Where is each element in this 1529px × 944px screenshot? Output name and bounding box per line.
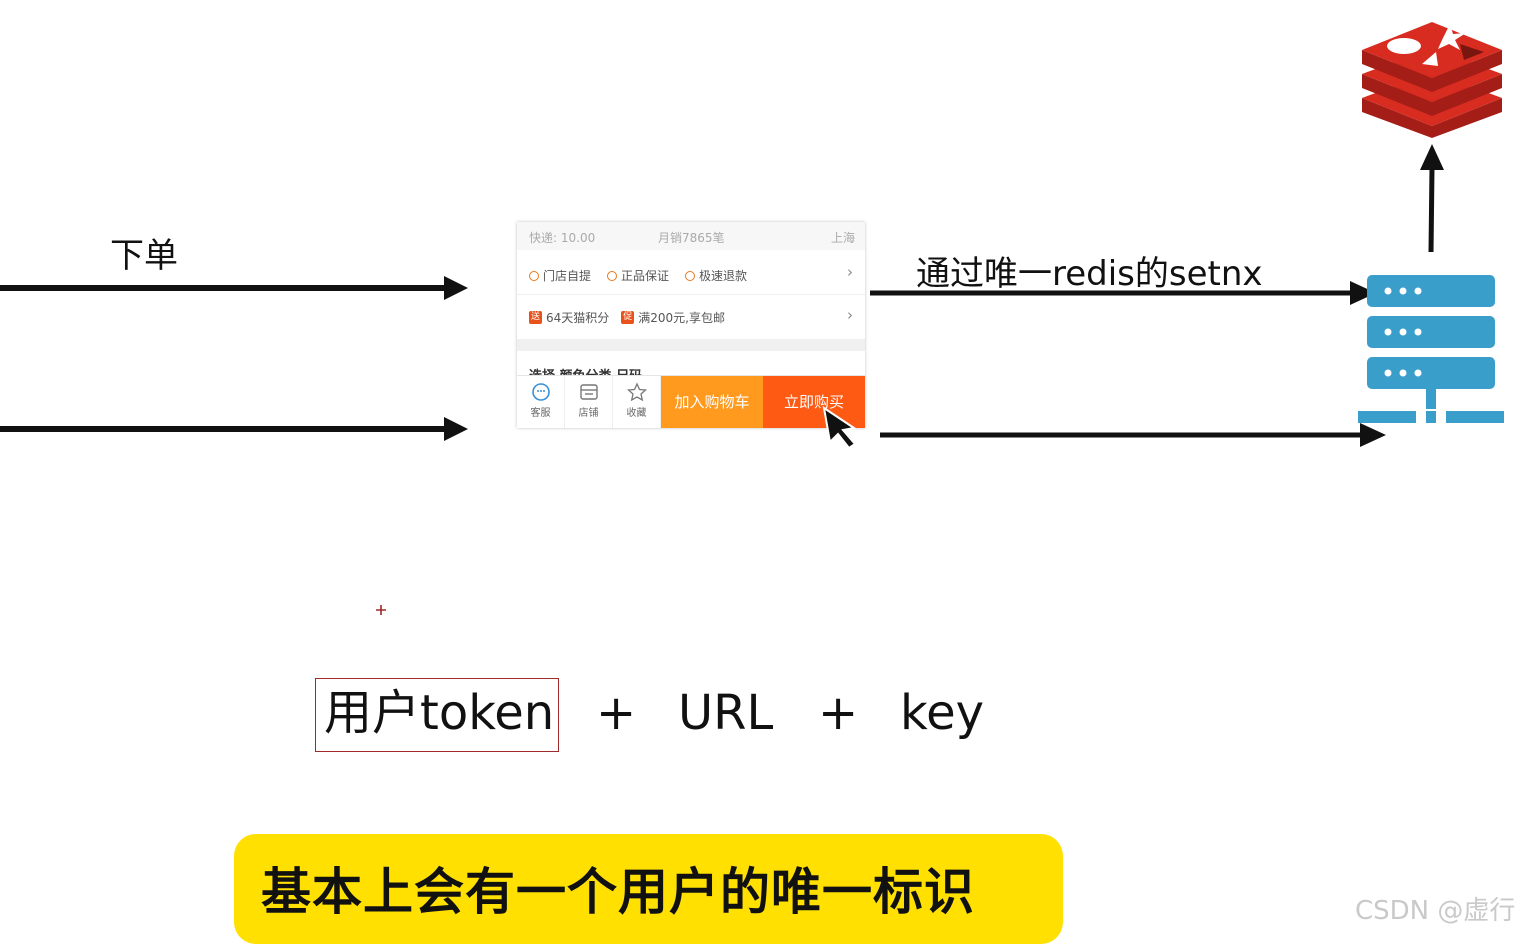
- formula-key: key: [900, 685, 985, 741]
- subtitle-text: 基本上会有一个用户的唯一标识: [261, 863, 975, 921]
- store-icon: [579, 384, 598, 400]
- plus-marker-icon: [376, 605, 386, 615]
- order-label: 下单: [110, 236, 178, 276]
- check-circle-icon: [685, 270, 696, 281]
- product-card: 快递: 10.00 月销7865笔 上海 门店自提 正品保证 极速退款 › 送 …: [517, 222, 865, 428]
- add-to-cart-button[interactable]: 加入购物车: [661, 376, 763, 428]
- setnx-label: 通过唯一redis的setnx: [916, 254, 1263, 294]
- formula-token: 用户token: [324, 685, 555, 741]
- up-arrow-head: [1420, 144, 1444, 170]
- promo-free-shipping: 满200元,享包邮: [638, 311, 726, 325]
- token-highlight-box: [315, 678, 559, 752]
- service-genuine: 正品保证: [607, 267, 669, 284]
- server-stack-icon: [1358, 275, 1504, 423]
- watermark: CSDN @虚行: [1355, 896, 1516, 926]
- info-row: 快递: 10.00 月销7865笔 上海: [517, 222, 865, 250]
- service-pickup: 门店自提: [529, 267, 591, 284]
- up-arrow: [1428, 167, 1435, 253]
- subtitle-banner: [234, 834, 1063, 944]
- formula-plus-2: +: [818, 685, 859, 741]
- customer-service-button[interactable]: 客服: [517, 376, 565, 428]
- services-row[interactable]: 门店自提 正品保证 极速退款 ›: [517, 254, 865, 295]
- check-circle-icon: [607, 270, 618, 281]
- setnx-arrow-head: [1350, 281, 1376, 305]
- favorite-button[interactable]: 收藏: [613, 376, 661, 428]
- buy-now-button[interactable]: 立即购买: [763, 376, 865, 428]
- redis-logo-icon: [1362, 22, 1502, 138]
- ship-location: 上海: [830, 231, 855, 245]
- order-arrow-top-head: [444, 276, 468, 300]
- promo-tag-sale: 促: [621, 311, 635, 324]
- store-button[interactable]: 店铺: [565, 376, 613, 428]
- formula-url: URL: [678, 685, 774, 741]
- promo-tag-gift: 送: [529, 311, 542, 324]
- cursor-arrow-icon: [822, 406, 857, 450]
- service-refund: 极速退款: [685, 267, 747, 284]
- promo-points: 64天猫积分: [546, 311, 610, 325]
- lower-right-arrow-head: [1360, 423, 1386, 447]
- formula-plus-1: +: [596, 685, 637, 741]
- star-icon: [626, 382, 647, 402]
- chevron-right-icon[interactable]: ›: [847, 263, 853, 281]
- monthly-sales: 月销7865笔: [658, 231, 725, 245]
- check-circle-icon: [529, 270, 539, 281]
- order-arrow-bottom-head: [444, 417, 468, 441]
- customer-service-icon: [531, 383, 550, 401]
- chevron-right-icon[interactable]: ›: [847, 306, 853, 324]
- bottom-action-bar: 客服 店铺 收藏 加入购物车 立即购买: [517, 375, 865, 428]
- promo-row[interactable]: 送 64天猫积分 促 满200元,享包邮 ›: [517, 295, 865, 337]
- row-divider: [517, 339, 865, 351]
- shipping-fee: 快递: 10.00: [529, 231, 596, 245]
- partial-select-row[interactable]: 选择 颜色分类 尺码: [529, 369, 643, 377]
